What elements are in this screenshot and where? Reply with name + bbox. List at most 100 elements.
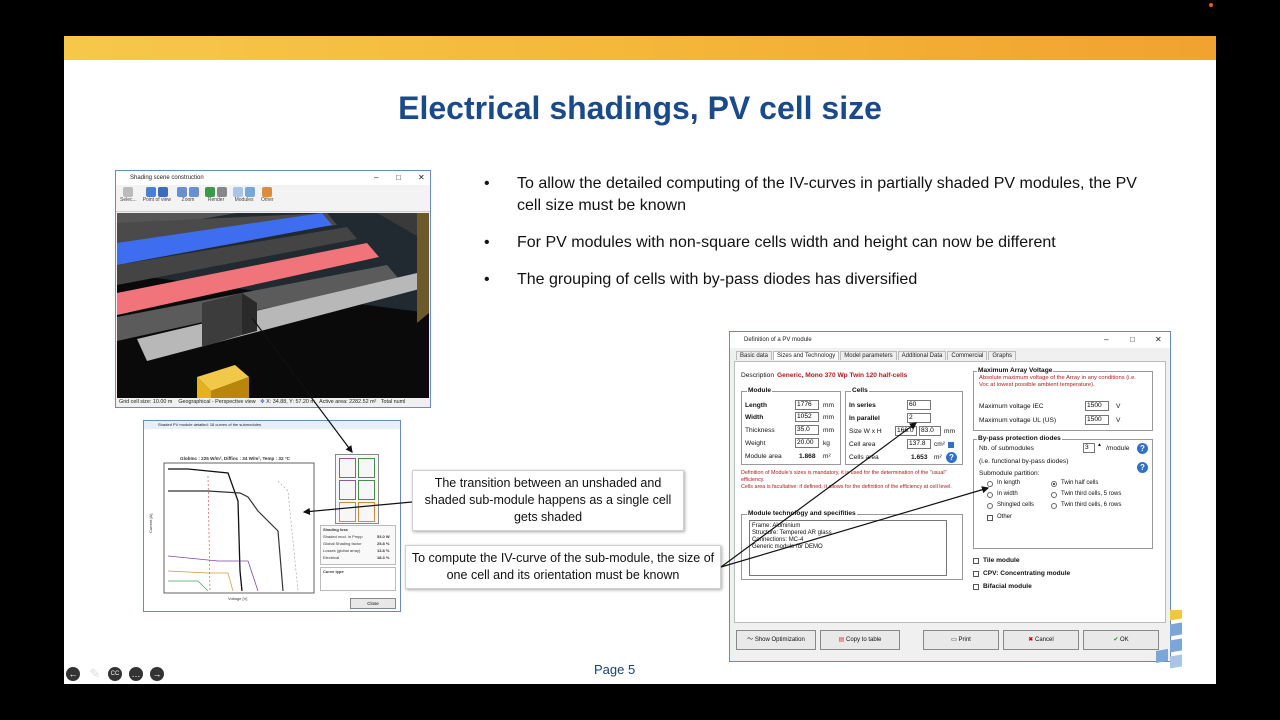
slide-title: Electrical shadings, PV cell size — [398, 90, 882, 126]
chart-icon: 〜 — [747, 637, 755, 643]
red-module-row — [117, 243, 379, 315]
tab-sizes-technology[interactable]: Sizes and Technology — [773, 351, 840, 360]
window-titlebar: Definition of a PV module – □ ✕ — [730, 332, 1170, 348]
radio-twin-third-5[interactable] — [1051, 492, 1057, 498]
window-title: Shading scene construction — [130, 175, 204, 181]
yellow-box — [197, 377, 211, 399]
submodule-diagram — [335, 454, 379, 524]
radio-in-length[interactable] — [987, 481, 993, 487]
length-input[interactable]: 1776 — [795, 400, 819, 410]
printer-icon: ▭ — [951, 637, 959, 643]
cpv-checkbox[interactable] — [973, 571, 979, 577]
cell-width-input[interactable]: 166.0 — [895, 426, 917, 436]
facultative-note: Cells area is facultative: if defined, i… — [741, 484, 952, 490]
maximize-icon[interactable]: □ — [396, 173, 401, 182]
voltage-iec-input[interactable]: 1500 — [1085, 401, 1109, 411]
other-checkbox[interactable] — [987, 515, 993, 521]
pv-module-window: Definition of a PV module – □ ✕ Basic da… — [729, 331, 1171, 662]
maximize-icon[interactable]: □ — [1130, 335, 1135, 344]
cancel-button[interactable]: ✖ Cancel — [1003, 630, 1079, 650]
help-icon[interactable]: ? — [1137, 462, 1148, 473]
technology-textarea[interactable]: Frame: Aluminium Structure: Tempered AR … — [749, 520, 947, 576]
rotate-icon — [157, 187, 168, 197]
cells-area-value: 1.653 — [911, 454, 928, 461]
cells-parallel-input[interactable]: 2 — [907, 413, 931, 423]
callout-compute: To compute the IV-curve of the sub-modul… — [405, 545, 721, 589]
sizes-tab-panel: Description Generic, Mono 370 Wp Twin 12… — [734, 361, 1166, 623]
page-number: Page 5 — [594, 662, 636, 677]
hand-icon — [145, 187, 156, 197]
cube-icon — [205, 187, 216, 197]
cancel-icon: ✖ — [1028, 637, 1035, 643]
indicator-dot — [1209, 3, 1213, 7]
status-bar: Grid cell size: 10.00 m Geographical - P… — [117, 398, 429, 407]
tool-modules[interactable]: Modules — [233, 187, 256, 209]
spin-icon[interactable]: ▲ — [1097, 442, 1102, 448]
tab-model-parameters[interactable]: Model parameters — [840, 351, 897, 360]
radio-shingled[interactable] — [987, 503, 993, 509]
iv-curve-sub5 — [277, 480, 299, 592]
check-icon: ✔ — [1113, 637, 1121, 643]
window-title: Definition of a PV module — [744, 337, 812, 343]
ok-button[interactable]: ✔ OK — [1083, 630, 1159, 650]
3d-scene-view[interactable] — [117, 213, 429, 399]
move-icon: ✥ — [260, 399, 265, 405]
close-icon[interactable]: ✕ — [418, 173, 425, 182]
tool-zoom[interactable]: Zoom — [177, 187, 200, 209]
radio-twin-third-6[interactable] — [1051, 503, 1057, 509]
iv-curve-main — [168, 468, 243, 592]
tool-other[interactable]: Other — [261, 187, 274, 209]
close-button[interactable]: Close — [350, 598, 396, 609]
radio-in-width[interactable] — [987, 492, 993, 498]
show-optimization-button[interactable]: 〜 Show Optimization — [736, 630, 816, 650]
tab-basic-data[interactable]: Basic data — [736, 351, 773, 360]
shading-scene-window: Shading scene construction – □ ✕ Selec..… — [115, 170, 431, 408]
tab-graphs[interactable]: Graphs — [988, 351, 1017, 360]
bullet-text: For PV modules with non-square cells wid… — [517, 234, 1056, 251]
bullet-symbol: • — [484, 175, 490, 192]
tool-select[interactable]: Selec... — [120, 187, 137, 209]
minimize-icon[interactable]: – — [1104, 335, 1109, 344]
copy-icon: ▤ — [838, 637, 846, 643]
minimize-icon[interactable]: – — [374, 173, 379, 182]
iv-xlabel: Voltage [V] — [228, 596, 247, 601]
tool-render[interactable]: Render — [205, 187, 228, 209]
cell-height-input[interactable]: 83.0 — [919, 426, 941, 436]
iv-curve-sub3 — [168, 580, 209, 592]
window-titlebar: Shaded PV module detailed: 18 curves of … — [144, 421, 400, 429]
captions-icon[interactable]: CC — [108, 667, 122, 681]
help-icon[interactable]: ? — [946, 452, 957, 463]
voltage-ul-input[interactable]: 1500 — [1085, 415, 1109, 425]
iv-curve-sub4 — [207, 475, 211, 592]
radio-twin-half[interactable] — [1051, 481, 1057, 487]
submodules-input[interactable]: 3 — [1083, 443, 1095, 453]
tile-checkbox[interactable] — [973, 558, 979, 564]
tab-additional-data[interactable]: Additional Data — [897, 351, 947, 360]
width-input[interactable]: 1052 — [795, 412, 819, 422]
previous-icon[interactable]: ← — [66, 667, 80, 681]
bifacial-checkbox[interactable] — [973, 584, 979, 590]
tool-point-of-view[interactable]: Point of view — [143, 187, 171, 209]
next-icon[interactable]: → — [150, 667, 164, 681]
module-area-value: 1.868 — [799, 453, 816, 460]
help-icon[interactable]: ? — [1137, 443, 1148, 454]
print-button[interactable]: ▭ Print — [923, 630, 999, 650]
pen-icon[interactable]: ✎ — [89, 666, 101, 681]
iv-ylabel: Current [A] — [148, 514, 153, 533]
blue-module-row — [117, 213, 332, 265]
more-icon[interactable]: … — [129, 667, 143, 681]
bullet-text: The grouping of cells with by-pass diode… — [517, 271, 918, 288]
cells-series-input[interactable]: 60 — [907, 400, 931, 410]
cell-area-input[interactable]: 137.8 — [907, 439, 931, 449]
bullet-symbol: • — [484, 271, 490, 288]
cell-area-checkbox[interactable] — [948, 442, 954, 448]
weight-input[interactable]: 20.00 — [795, 438, 819, 448]
close-icon[interactable]: ✕ — [1155, 335, 1162, 344]
slide-header-bar — [64, 36, 1216, 60]
module-grid-icon — [233, 187, 244, 197]
thickness-input[interactable]: 35.0 — [795, 425, 819, 435]
copy-to-table-button[interactable]: ▤ Copy to table — [820, 630, 900, 650]
shading-toolbar: Selec... Point of view Zoom Render Modul… — [116, 185, 430, 212]
tab-commercial[interactable]: Commercial — [947, 351, 988, 360]
